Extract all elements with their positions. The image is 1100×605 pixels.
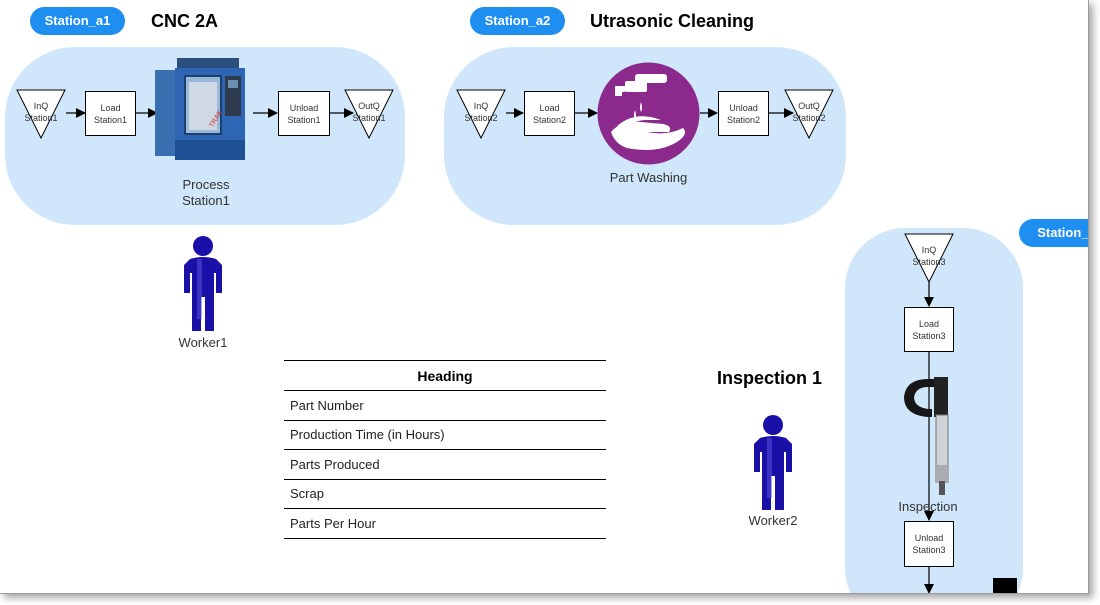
process-label-line1: Process — [182, 177, 230, 192]
inq-station3[interactable]: InQ Station3 — [904, 233, 954, 283]
table-row: Scrap — [284, 479, 606, 509]
load-label-line1: Load — [539, 102, 560, 113]
outq-label-line2: Station1 — [352, 113, 386, 123]
inq-station1[interactable]: InQ Station1 — [16, 89, 66, 139]
table-row: Parts Produced — [284, 449, 606, 480]
outq-label-line2: Station2 — [792, 113, 826, 123]
unload-station1[interactable]: Unload Station1 — [278, 91, 330, 136]
inq-station2-label: InQ Station2 — [456, 100, 506, 124]
inq-label-line1: InQ — [33, 101, 49, 111]
table-cell-part-number: Part Number — [284, 390, 606, 421]
unload-label-line1: Unload — [289, 102, 319, 113]
load-label-line1: Load — [918, 318, 940, 329]
load-label-line2: Station1 — [93, 114, 128, 125]
load-label-line1: Load — [100, 102, 121, 113]
inq-station3-label: InQ Station3 — [904, 244, 954, 268]
station-badge-a3[interactable]: Station_a — [1019, 219, 1088, 247]
micrometer-icon[interactable] — [898, 375, 960, 497]
inq-label-line2: Station2 — [464, 113, 498, 123]
inq-label-line2: Station3 — [912, 257, 946, 267]
statistics-table: Heading Part Number Production Time (in … — [284, 360, 606, 539]
load-label-line2: Station2 — [532, 114, 567, 125]
outq-station2-label: OutQ Station2 — [784, 100, 834, 124]
unload-station3[interactable]: Unload Station3 — [904, 521, 954, 567]
table-row: Part Number — [284, 390, 606, 421]
black-square-marker[interactable] — [993, 578, 1017, 593]
table-heading: Heading — [284, 360, 606, 391]
inspection-label: Inspection — [898, 499, 958, 514]
inq-station1-label: InQ Station1 — [16, 100, 66, 124]
station-title-cnc: CNC 2A — [151, 11, 219, 31]
worker-icon[interactable] — [182, 235, 224, 333]
table-cell-parts-per-hour: Parts Per Hour — [284, 508, 606, 539]
worker1-label: Worker1 — [178, 335, 228, 350]
outq-label-line1: OutQ — [358, 101, 380, 111]
outq-station1-label: OutQ Station1 — [344, 100, 394, 124]
inq-label-line1: InQ — [473, 101, 489, 111]
inq-label-line1: InQ — [921, 245, 937, 255]
unload-label-line2: Station3 — [912, 545, 946, 555]
process-label-line2: Station1 — [182, 193, 230, 208]
process-station1-label: Process Station1 — [161, 177, 251, 209]
inq-station2[interactable]: InQ Station2 — [456, 89, 506, 139]
load-station3[interactable]: Load Station3 — [904, 307, 954, 352]
table-row: Production Time (in Hours) — [284, 420, 606, 450]
outq-label-line1: OutQ — [798, 101, 820, 111]
simulation-canvas[interactable]: Station_a1 CNC 2A Station_a2 Utrasonic C… — [0, 0, 1089, 594]
station-title-cleaning: Utrasonic Cleaning — [590, 11, 755, 31]
worker-icon[interactable] — [752, 414, 794, 512]
unload-label-line2: Station2 — [726, 114, 761, 125]
part-washing-label: Part Washing — [609, 170, 688, 185]
unload-label-line1: Unload — [914, 533, 944, 543]
cnc-machine-icon[interactable]: TRAK — [155, 58, 253, 170]
load-label-line2: Station3 — [912, 330, 946, 341]
station-title-inspection: Inspection 1 — [717, 368, 823, 388]
load-station2[interactable]: Load Station2 — [524, 91, 575, 136]
table-cell-production-time: Production Time (in Hours) — [284, 420, 606, 450]
table-cell-scrap: Scrap — [284, 479, 606, 509]
table-cell-parts-produced: Parts Produced — [284, 449, 606, 480]
unload-label-line2: Station1 — [287, 114, 321, 125]
outq-station1[interactable]: OutQ Station1 — [344, 89, 394, 139]
station-badge-a2[interactable]: Station_a2 — [470, 7, 565, 35]
part-washing-icon[interactable] — [597, 62, 700, 165]
outq-station2[interactable]: OutQ Station2 — [784, 89, 834, 139]
unload-station2[interactable]: Unload Station2 — [718, 91, 769, 136]
worker2-label: Worker2 — [748, 513, 798, 528]
inq-label-line2: Station1 — [24, 113, 58, 123]
table-row: Parts Per Hour — [284, 508, 606, 539]
station-badge-a1[interactable]: Station_a1 — [30, 7, 125, 35]
load-station1[interactable]: Load Station1 — [85, 91, 136, 136]
unload-label-line1: Unload — [729, 102, 758, 113]
